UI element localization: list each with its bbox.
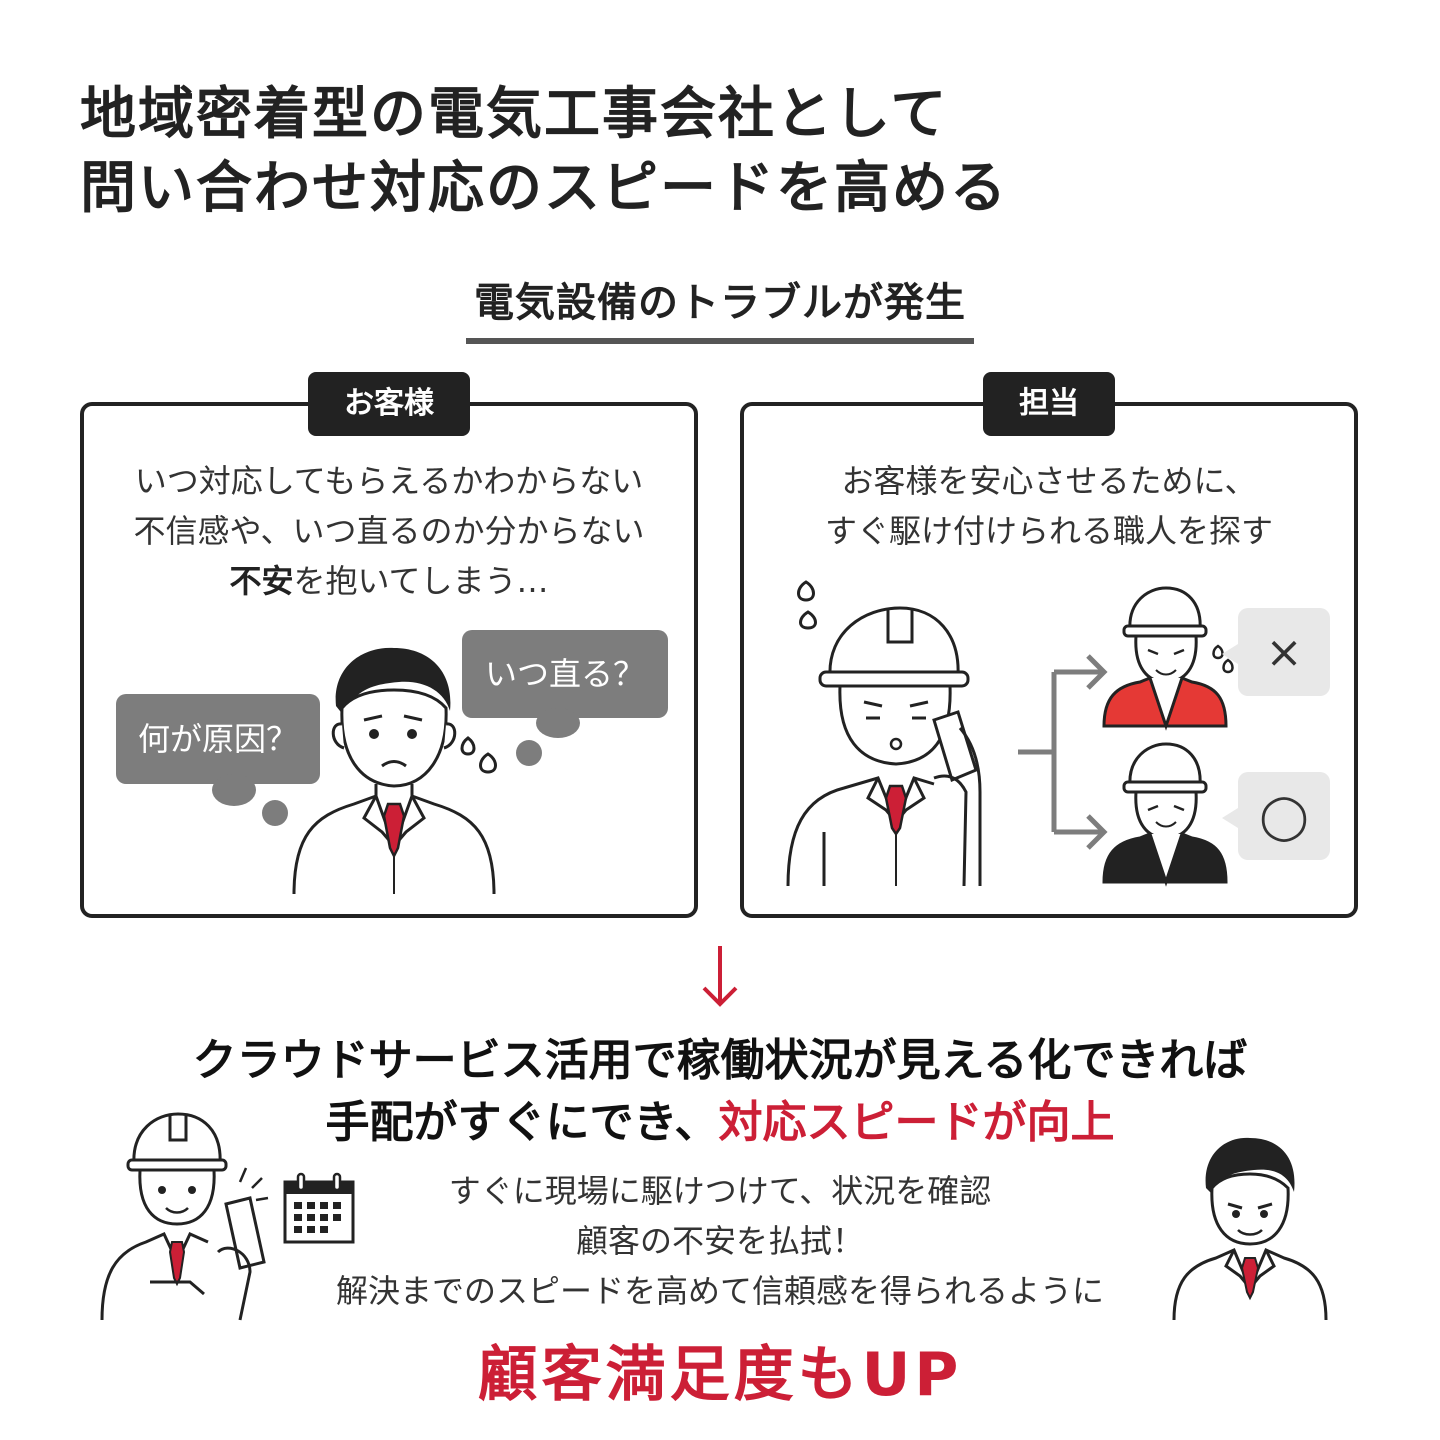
- bubble-tail-dot: [536, 708, 580, 738]
- busy-worker-illustration: [1102, 586, 1228, 731]
- staff-panel: 担当 お客様を安心させるために、 すぐ駆け付けられる職人を探す: [740, 372, 1358, 918]
- subheading: 電気設備のトラブルが発生: [0, 270, 1440, 344]
- question-bubble-when: いつ直る？: [462, 630, 668, 718]
- question-bubble-cause: 何が原因？: [116, 694, 320, 784]
- sweat-drop-icon: [797, 580, 817, 630]
- customer-panel-label: お客様: [308, 372, 470, 436]
- result-highlight: 対応スピードが向上: [718, 1097, 1115, 1148]
- staff-text-line-2: すぐ駆け付けられる職人を探す: [824, 512, 1273, 550]
- title-line-2: 問い合わせ対応のスピードを高める: [80, 156, 1008, 221]
- available-mark-bubble: ◯: [1222, 772, 1330, 860]
- bubble-tail-dot: [516, 740, 542, 766]
- customer-text-line-3-rest: を抱いてしまう…: [293, 562, 549, 600]
- detail-line-2: 顧客の不安を払拭！: [575, 1222, 864, 1260]
- result-line-2-prefix: 手配がすぐにでき、: [325, 1097, 719, 1148]
- busy-mark-bubble: ×: [1222, 608, 1330, 696]
- detail-line-3: 解決までのスピードを高めて信頼感を得られるように: [335, 1272, 1104, 1310]
- worker-with-phone-illustration: [100, 1112, 269, 1321]
- sweat-drop-icon: [460, 736, 497, 774]
- page-title: 地域密着型の電気工事会社として 問い合わせ対応のスピードを高める: [80, 78, 1360, 226]
- arrow-down-icon: [702, 946, 738, 1007]
- staff-on-phone-illustration: [786, 606, 982, 887]
- staff-panel-label: 担当: [983, 372, 1115, 436]
- customer-panel: お客様 いつ対応してもらえるかわからない 不信感や、いつ直るのか分からない 不安…: [80, 372, 698, 918]
- final-message: 顧客満足度もUP: [477, 1340, 963, 1410]
- bubble-tail-dot: [262, 800, 288, 826]
- detail-line-1: すぐに現場に駆けつけて、状況を確認: [448, 1172, 992, 1210]
- title-line-1: 地域密着型の電気工事会社として: [80, 82, 949, 147]
- benefit-details: すぐに現場に駆けつけて、状況を確認 顧客の不安を払拭！ 解決までのスピードを高め…: [0, 1166, 1440, 1316]
- result-statement: クラウドサービス活用で稼働状況が見える化できれば 手配がすぐにでき、対応スピード…: [0, 1030, 1440, 1154]
- customer-text-line-3: 不安を抱いてしまう…: [84, 556, 694, 606]
- result-line-2: 手配がすぐにでき、対応スピードが向上: [0, 1092, 1440, 1154]
- staff-text-line-1: お客様を安心させるために、: [841, 462, 1257, 500]
- staff-panel-text: お客様を安心させるために、 すぐ駆け付けられる職人を探す: [744, 456, 1354, 556]
- result-line-1: クラウドサービス活用で稼働状況が見える化できれば: [192, 1035, 1248, 1086]
- customer-text-line-2: 不信感や、いつ直るのか分からない: [133, 512, 645, 550]
- branch-arrow-icon: [1018, 654, 1108, 850]
- worried-customer-illustration: [292, 647, 496, 895]
- customer-text-line-1: いつ対応してもらえるかわからない: [134, 462, 644, 500]
- customer-panel-text: いつ対応してもらえるかわからない 不信感や、いつ直るのか分からない 不安を抱いて…: [84, 456, 694, 606]
- customer-text-emphasis: 不安: [229, 562, 294, 600]
- subheading-text: 電気設備のトラブルが発生: [466, 270, 974, 344]
- bubble-tail-dot: [212, 774, 256, 806]
- available-worker-illustration: [1102, 742, 1228, 887]
- calendar-icon: [283, 1172, 355, 1244]
- confident-businessman-illustration: [1172, 1137, 1328, 1321]
